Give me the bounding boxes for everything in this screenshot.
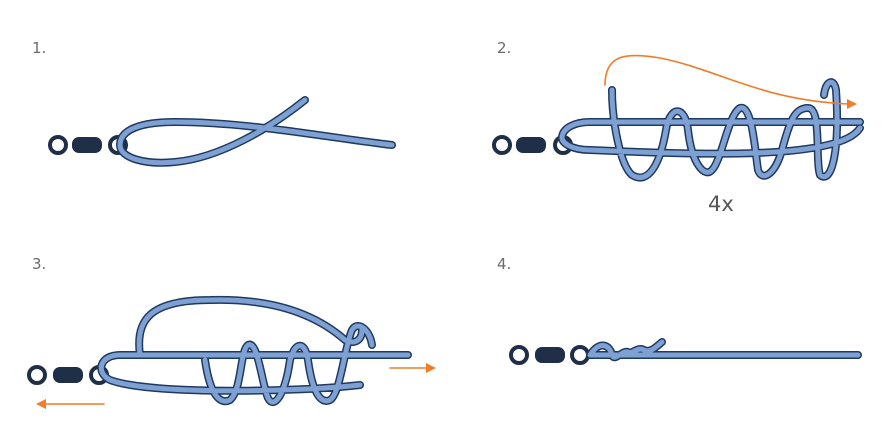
- arrow-icon: [389, 363, 436, 373]
- fishing-line-fill: [120, 100, 392, 163]
- step-1-illustration: [48, 100, 392, 163]
- arrow-icon: [36, 399, 105, 409]
- step-1-number: 1.: [32, 39, 46, 57]
- swivel-icon: [509, 345, 590, 365]
- step-3-number: 3.: [32, 255, 46, 273]
- step-3-illustration: [27, 300, 436, 409]
- step-2-illustration: [492, 54, 860, 177]
- step-4-number: 4.: [497, 255, 511, 273]
- arrow-icon: [604, 54, 857, 109]
- step-4-illustration: [509, 342, 858, 365]
- swivel-icon: [27, 365, 109, 385]
- swivel-icon: [48, 135, 128, 155]
- step-2-number: 2.: [497, 39, 511, 57]
- wrap-count-label: 4x: [708, 192, 734, 216]
